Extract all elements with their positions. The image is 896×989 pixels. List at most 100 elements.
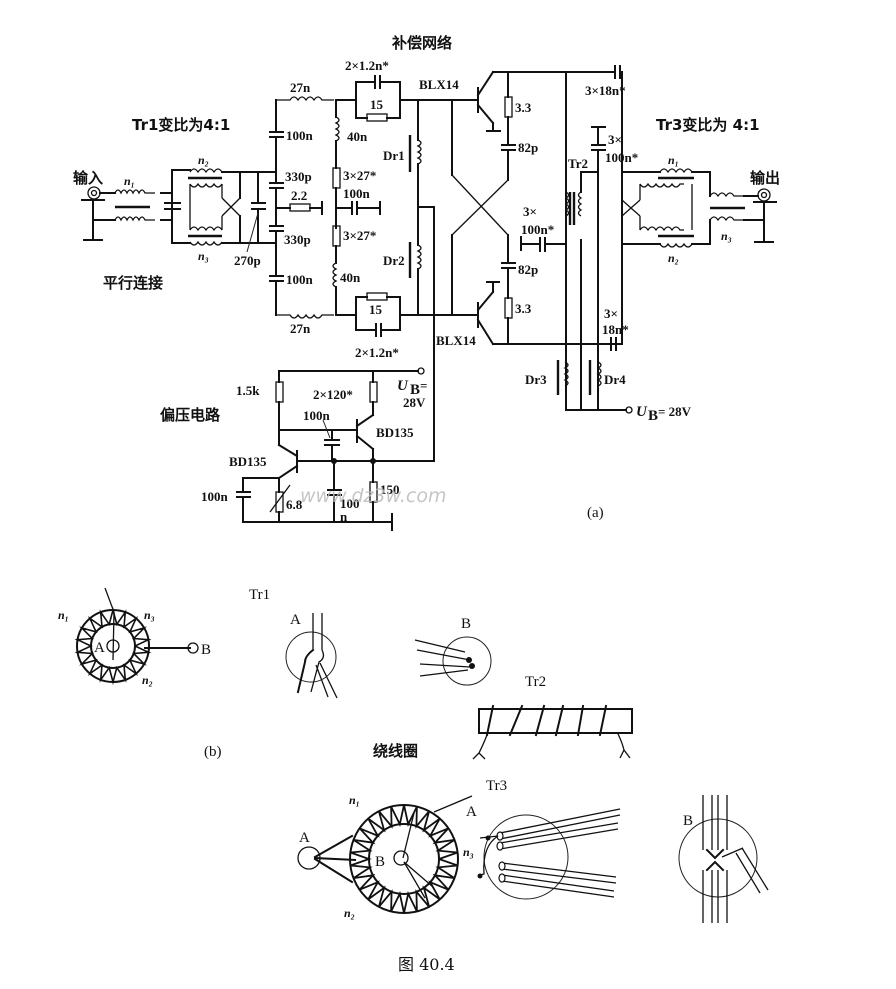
- toroid-winding: [74, 606, 152, 686]
- tr3-ratio-heading: Tr3变比为 4:1: [656, 116, 760, 134]
- svg-text:1.5k: 1.5k: [236, 383, 260, 398]
- svg-text:82p: 82p: [518, 140, 538, 155]
- coax-cable-end: [498, 861, 506, 871]
- svg-text:3.3: 3.3: [515, 100, 532, 115]
- bias-supply-terminal-icon: [417, 367, 425, 375]
- supply-terminal-icon: [625, 406, 633, 414]
- coax-cable-line: [501, 874, 615, 892]
- compensation-network-heading: 补偿网络: [391, 34, 452, 52]
- coax-cable-line: [499, 814, 621, 840]
- supply-voltage-label: = 28V: [658, 404, 692, 419]
- svg-text:U: U: [636, 404, 648, 420]
- figure-caption: 图 40.4: [398, 955, 455, 974]
- svg-text:=: =: [420, 378, 427, 393]
- bias-circuit-heading: 偏压电路: [160, 406, 221, 424]
- output-label: 输出: [750, 169, 780, 187]
- svg-text:2.2: 2.2: [291, 188, 307, 203]
- coil-winding-label: 绕线圈: [373, 742, 418, 760]
- svg-text:3×27*: 3×27*: [343, 168, 376, 183]
- svg-text:n₃: n₃: [198, 249, 209, 263]
- tr2-coil-drawing: [472, 704, 633, 760]
- coax-cable-line: [499, 808, 621, 834]
- tr3-detail-a: A: [466, 804, 621, 900]
- tr1-title: Tr1: [249, 587, 270, 603]
- svg-text:n₂: n₂: [142, 673, 153, 687]
- svg-text:100n: 100n: [201, 489, 229, 504]
- svg-text:n₁: n₁: [58, 608, 69, 622]
- svg-text:A: A: [466, 804, 477, 820]
- svg-text:330p: 330p: [284, 232, 311, 247]
- input-connector-icon: [87, 186, 101, 200]
- svg-text:n₂: n₂: [344, 906, 355, 920]
- coax-cable-line: [499, 828, 619, 850]
- tr1-toroid-drawing: n₁ n₃ n₂ A B: [58, 587, 211, 687]
- coax-cable-line: [501, 862, 617, 878]
- svg-text:A: A: [299, 830, 310, 846]
- svg-text:n₁: n₁: [124, 174, 135, 188]
- tr3-detail-b: B: [678, 795, 769, 923]
- svg-text:n₃: n₃: [721, 229, 732, 243]
- input-choke-n1: n₁: [114, 174, 173, 222]
- input-transformer-tr1: n₂ n₃ 270p: [171, 153, 276, 268]
- svg-text:150: 150: [380, 482, 400, 497]
- svg-text:15: 15: [370, 97, 384, 112]
- toroid-winding: [350, 804, 458, 914]
- svg-text:40n: 40n: [340, 270, 361, 285]
- tr1-detail-b: B: [414, 616, 492, 686]
- svg-text:2×120*: 2×120*: [313, 387, 353, 402]
- tr1-detail-a: A: [285, 612, 338, 699]
- dr2-label: Dr2: [383, 253, 405, 268]
- svg-text:BD135: BD135: [376, 425, 414, 440]
- svg-text:3×: 3×: [604, 306, 618, 321]
- svg-text:27n: 27n: [290, 80, 311, 95]
- input-port: 输入: [73, 169, 116, 241]
- tr1-ratio-heading: Tr1变比为4:1: [132, 116, 230, 134]
- svg-text:n₂: n₂: [198, 153, 209, 167]
- svg-text:40n: 40n: [347, 129, 368, 144]
- dr4-label: Dr4: [604, 372, 626, 387]
- svg-text:18n*: 18n*: [602, 322, 629, 337]
- svg-text:330p: 330p: [285, 169, 312, 184]
- tr2-label: Tr2: [568, 156, 588, 171]
- svg-text:27n: 27n: [290, 321, 311, 336]
- svg-text:A: A: [290, 612, 301, 628]
- svg-text:n₁: n₁: [349, 793, 360, 807]
- svg-text:100n*: 100n*: [521, 222, 554, 237]
- svg-text:3.3: 3.3: [515, 301, 532, 316]
- svg-text:3×27*: 3×27*: [343, 228, 376, 243]
- svg-text:28V: 28V: [403, 395, 426, 410]
- svg-text:n₃: n₃: [144, 608, 155, 622]
- blx14-bottom-label: BLX14: [436, 333, 476, 348]
- svg-text:100: 100: [340, 496, 360, 511]
- output-transformer-tr3: n₁ n₂ n₃ 输出: [621, 153, 780, 265]
- cap-270p-label: 270p: [234, 253, 261, 268]
- coax-cable-end: [498, 873, 506, 883]
- blx14-top-label: BLX14: [419, 77, 459, 92]
- svg-text:B: B: [201, 642, 211, 658]
- svg-text:B: B: [410, 382, 420, 398]
- svg-text:15: 15: [369, 302, 383, 317]
- svg-text:3×: 3×: [608, 132, 622, 147]
- coax-cable-line: [501, 868, 617, 884]
- dr1-label: Dr1: [383, 148, 405, 163]
- input-label: 输入: [73, 169, 103, 187]
- svg-text:3×18n*: 3×18n*: [585, 83, 626, 98]
- bias-circuit: U B = 28V 1.5k 2×120* BD135 100n: [201, 367, 435, 531]
- input-matching-network: 27n 27n 100n 330p 2.2 330p 100n 40n: [269, 58, 479, 461]
- svg-text:B: B: [461, 616, 471, 632]
- coax-cable-end: [496, 841, 504, 851]
- svg-text:100n: 100n: [286, 128, 314, 143]
- svg-text:A: A: [94, 640, 105, 656]
- svg-text:n₂: n₂: [668, 251, 679, 265]
- svg-text:n: n: [340, 509, 348, 524]
- coax-cable-line: [501, 880, 615, 898]
- svg-text:100n*: 100n*: [605, 150, 638, 165]
- svg-text:82p: 82p: [518, 262, 538, 277]
- watermark: www.dz3w.com: [300, 485, 447, 507]
- svg-text:B: B: [648, 408, 658, 424]
- svg-text:6.8: 6.8: [286, 497, 303, 512]
- svg-text:BD135: BD135: [229, 454, 267, 469]
- svg-text:100n: 100n: [343, 186, 371, 201]
